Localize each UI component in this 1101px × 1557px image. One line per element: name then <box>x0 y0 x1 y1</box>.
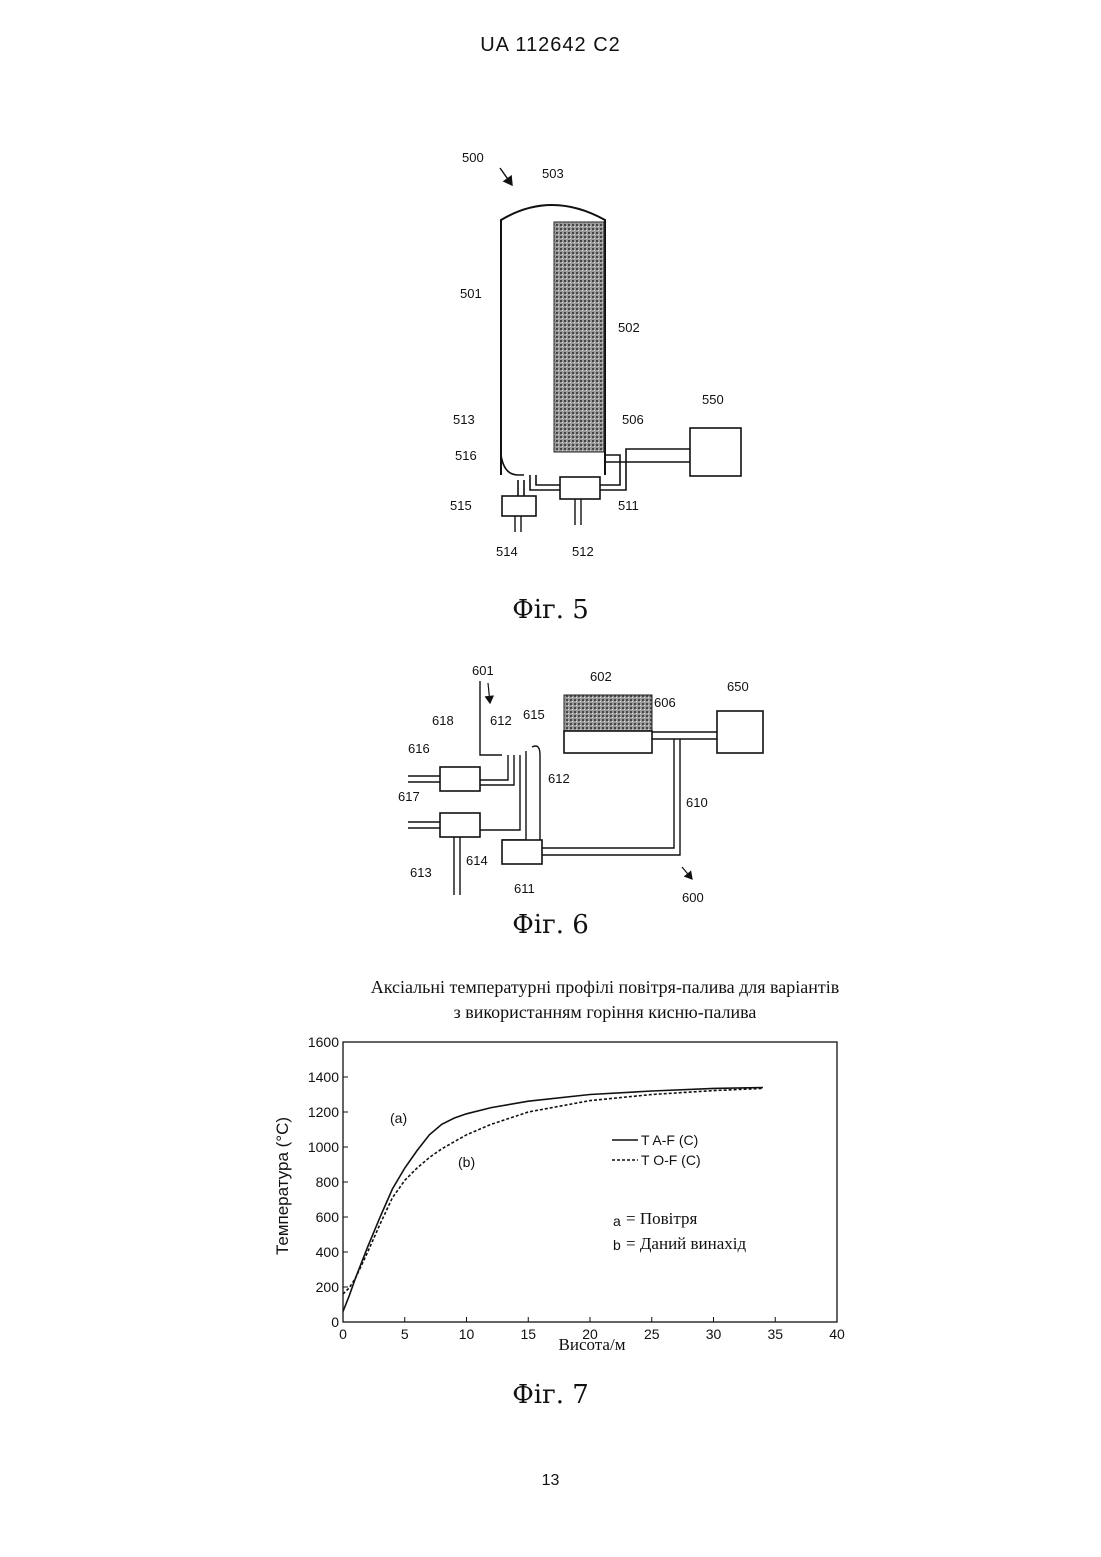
fig6-label: 611 <box>514 881 535 896</box>
page-number: 13 <box>0 1472 1101 1490</box>
x-axis-label: Висота/м <box>559 1335 626 1354</box>
fig5-label: 515 <box>450 498 472 513</box>
fig6-label: 650 <box>727 679 749 694</box>
fig5-label: 516 <box>455 448 477 463</box>
unit-614 <box>440 813 480 837</box>
chart-title: Аксіальні температурні профілі повітря-п… <box>260 975 950 1025</box>
key-a-text: = Повітря <box>626 1209 698 1228</box>
fig6-label: 613 <box>410 865 432 880</box>
y-tick-label: 1000 <box>308 1139 339 1155</box>
legend-label-a: T A-F (C) <box>641 1132 698 1148</box>
y-tick-label: 600 <box>316 1209 340 1225</box>
x-tick-label: 5 <box>401 1326 409 1342</box>
fig6-label: 606 <box>654 695 676 710</box>
fig5-label: 514 <box>496 544 518 559</box>
x-tick-label: 30 <box>706 1326 722 1342</box>
fig6-label: 618 <box>432 713 454 728</box>
fig6-label: 600 <box>682 890 704 905</box>
unit-617 <box>440 767 480 791</box>
temperature-profile-chart: 02004006008001000120014001600 0510152025… <box>0 1020 1101 1360</box>
fig5-label: 502 <box>618 320 640 335</box>
x-tick-label: 25 <box>644 1326 660 1342</box>
reactor-606 <box>564 731 652 753</box>
fig5-label: 500 <box>462 150 484 165</box>
annotation-b: (b) <box>458 1154 475 1170</box>
figure-5-caption: Фіг. 5 <box>0 595 1101 625</box>
fig5-label: 513 <box>453 412 475 427</box>
unit-515 <box>502 496 536 516</box>
figure-6-diagram: 601 602 650 618 612 615 606 616 612 617 … <box>390 655 790 910</box>
fig6-label: 601 <box>472 663 494 678</box>
fig6-label: 614 <box>466 853 488 868</box>
fig6-label: 615 <box>523 707 545 722</box>
key-b-letter: b <box>613 1237 621 1253</box>
legend-label-b: T O-F (C) <box>641 1152 701 1168</box>
y-axis-label: Температура (°C) <box>273 1117 292 1255</box>
packed-bed <box>554 222 604 452</box>
fig6-label: 616 <box>408 741 430 756</box>
unit-650 <box>717 711 763 753</box>
annotation-a: (a) <box>390 1110 407 1126</box>
patent-header: UA 112642 C2 <box>0 34 1101 57</box>
fig5-label: 506 <box>622 412 644 427</box>
fig5-label: 501 <box>460 286 482 301</box>
chart-title-line-1: Аксіальні температурні профілі повітря-п… <box>260 975 950 1000</box>
figure-7-caption: Фіг. 7 <box>0 1380 1101 1410</box>
fig5-label: 512 <box>572 544 594 559</box>
y-tick-label: 1400 <box>308 1069 339 1085</box>
x-tick-label: 15 <box>520 1326 536 1342</box>
fig6-label: 617 <box>398 789 420 804</box>
fig5-label: 511 <box>618 498 639 513</box>
key-a-letter: a <box>613 1213 621 1229</box>
unit-511 <box>560 477 600 499</box>
key-b-text: = Даний винахід <box>626 1234 747 1253</box>
y-tick-label: 0 <box>331 1314 339 1330</box>
fig5-label: 550 <box>702 392 724 407</box>
unit-550 <box>690 428 741 476</box>
y-tick-label: 200 <box>316 1279 340 1295</box>
fig6-label: 612 <box>548 771 570 786</box>
x-tick-label: 35 <box>767 1326 783 1342</box>
y-tick-label: 1200 <box>308 1104 339 1120</box>
fig6-label: 610 <box>686 795 708 810</box>
y-tick-label: 800 <box>316 1174 340 1190</box>
plot-area <box>343 1042 837 1322</box>
fig5-label: 503 <box>542 166 564 181</box>
figure-5-diagram: 500 503 501 502 513 506 550 516 515 511 … <box>400 140 800 570</box>
unit-611 <box>502 840 542 864</box>
y-tick-label: 1600 <box>308 1034 339 1050</box>
packed-bed-602 <box>564 695 652 731</box>
x-tick-label: 10 <box>459 1326 475 1342</box>
figure-6-caption: Фіг. 6 <box>0 910 1101 940</box>
fig6-label: 602 <box>590 669 612 684</box>
x-tick-label: 40 <box>829 1326 845 1342</box>
fig6-label: 612 <box>490 713 512 728</box>
x-tick-label: 0 <box>339 1326 347 1342</box>
y-tick-label: 400 <box>316 1244 340 1260</box>
